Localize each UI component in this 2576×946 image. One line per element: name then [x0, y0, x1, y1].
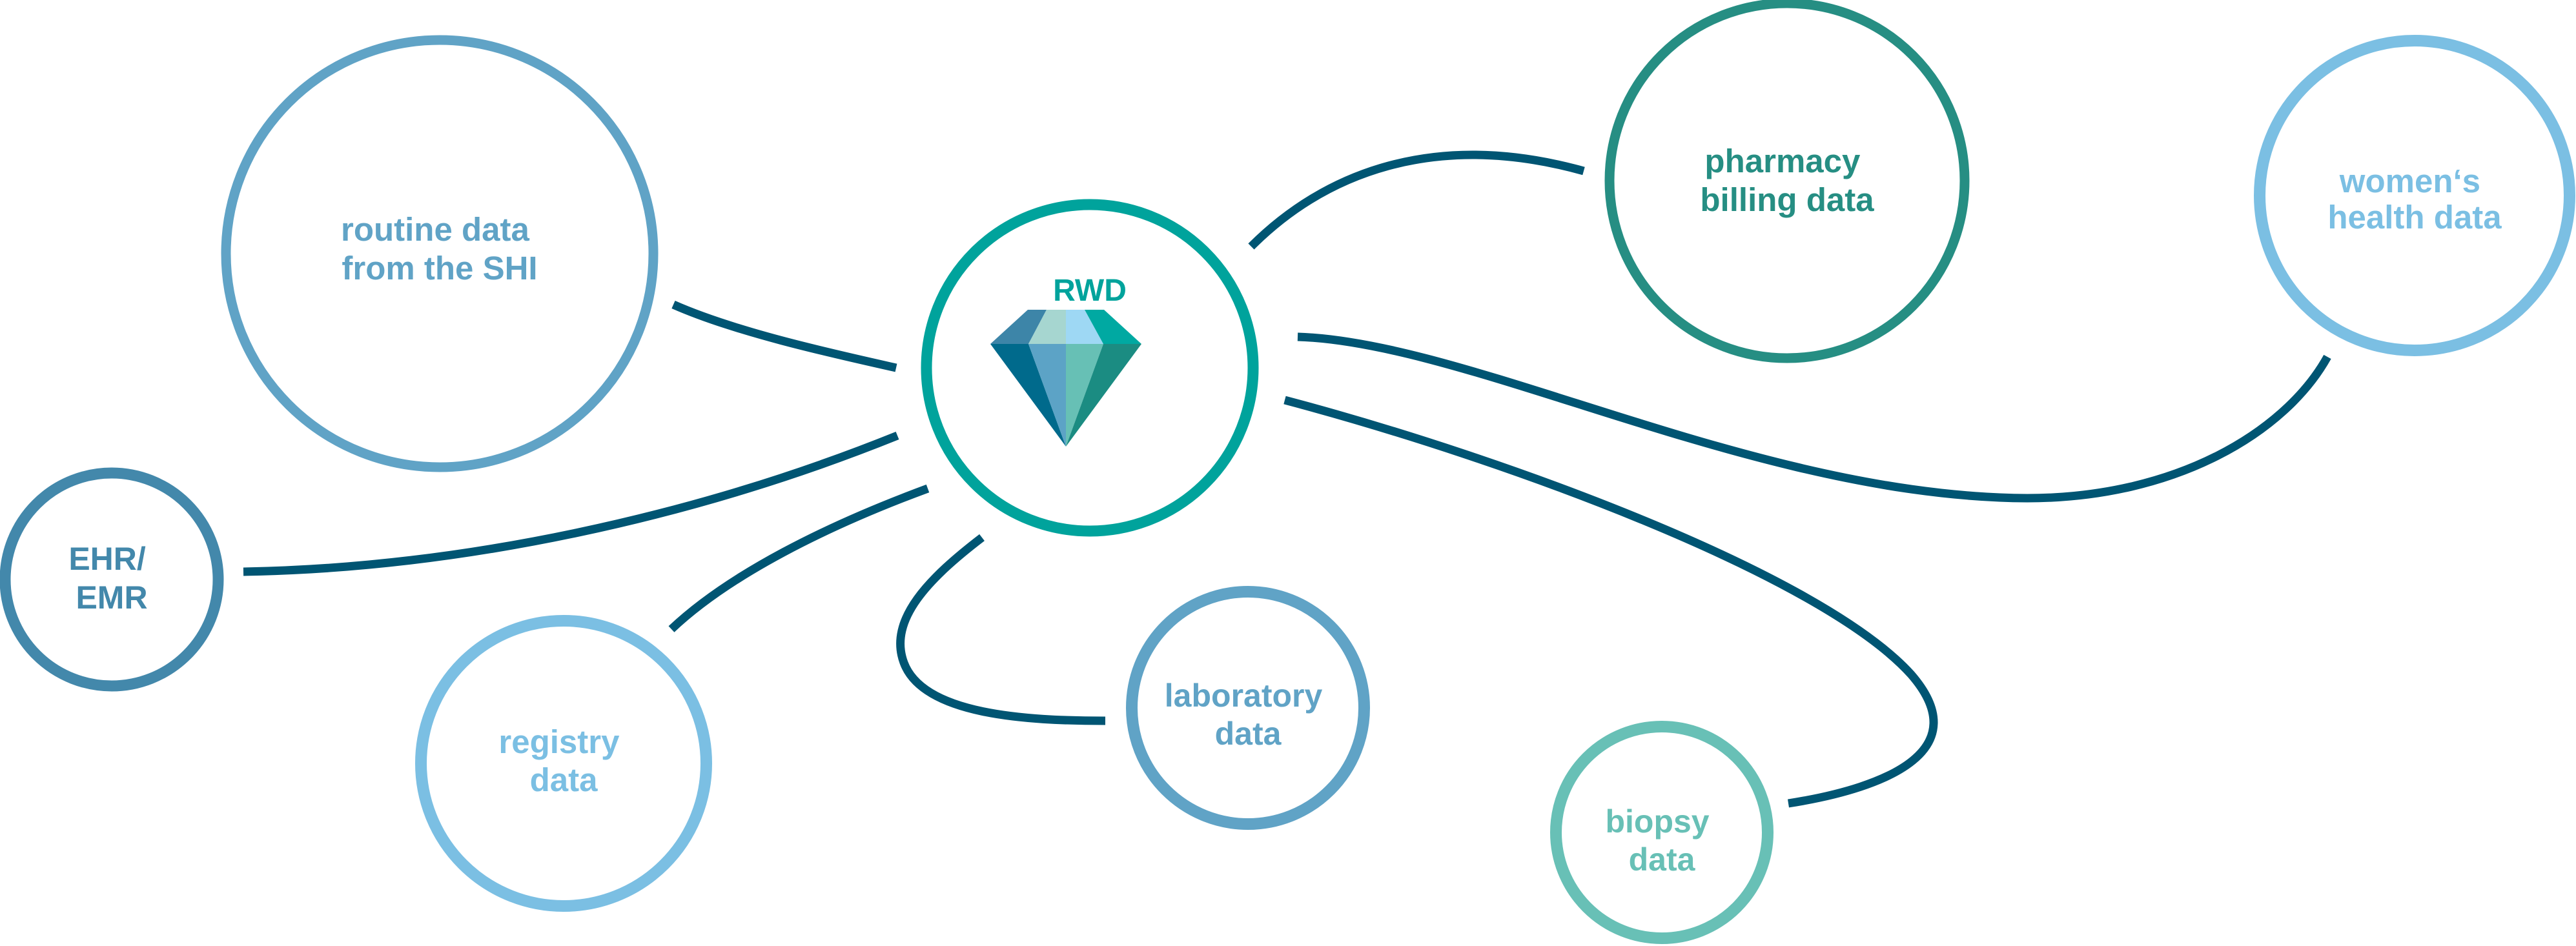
connectors: [243, 150, 2331, 808]
gem-facet: [1085, 310, 1141, 344]
connector-registry: [668, 484, 930, 632]
node-label-line: EMR: [76, 579, 147, 616]
node-laboratory: laboratory data: [1126, 586, 1370, 830]
node-label-line: data: [1215, 716, 1282, 752]
node-ring: [1550, 721, 1774, 944]
node-label: routine data from the SHI: [341, 211, 538, 287]
node-label-line: laboratory: [1165, 678, 1323, 714]
node-ring: [2254, 35, 2575, 356]
node-ring: [1604, 0, 1970, 363]
diamond-icon: [990, 310, 1141, 447]
node-label-line: EHR/: [68, 541, 146, 577]
center-node-rwd: RWD: [921, 199, 1259, 537]
gem-facet: [990, 310, 1047, 344]
center-label: RWD: [1053, 274, 1127, 308]
connector-shi: [671, 301, 897, 372]
gem-facet: [1066, 344, 1141, 447]
node-shi: routine data from the SHI: [221, 35, 659, 472]
connector-biopsy: [1283, 396, 1938, 808]
node-ring: [221, 35, 659, 472]
node-label: women‘s health data: [2327, 163, 2502, 236]
gem-facet: [990, 344, 1066, 447]
node-ring: [1126, 586, 1370, 830]
connector-laboratory: [896, 534, 1106, 725]
node-label-line: billing data: [1700, 181, 1874, 218]
node-label-line: from the SHI: [342, 250, 537, 287]
connector-ehr: [243, 431, 899, 576]
node-label: biopsy data: [1605, 803, 1718, 878]
node-label: registry data: [498, 723, 628, 798]
node-label-line: pharmacy: [1704, 143, 1861, 179]
node-ehr: EHR/ EMR: [0, 467, 224, 692]
node-label-line: data: [1629, 841, 1696, 878]
node-label-line: health data: [2327, 199, 2502, 236]
node-label: pharmacy billing data: [1700, 143, 1874, 218]
node-label: laboratory data: [1165, 678, 1331, 752]
node-label-line: registry: [498, 723, 620, 760]
node-label: EHR/ EMR: [68, 541, 154, 616]
node-label-line: biopsy: [1605, 803, 1709, 840]
node-label-line: data: [530, 761, 598, 798]
node-ring: [415, 615, 712, 912]
gem-facet: [1028, 344, 1066, 447]
gem-facet: [1066, 310, 1103, 344]
node-pharmacy: pharmacy billing data: [1604, 0, 1970, 363]
node-registry: registry data: [415, 615, 712, 912]
node-womens: women‘s health data: [2254, 35, 2575, 356]
connector-pharmacy: [1248, 150, 1585, 250]
connector-womens: [1297, 332, 2331, 503]
node-biopsy: biopsy data: [1550, 721, 1774, 944]
node-ring: [0, 467, 224, 692]
node-label-line: women‘s: [2339, 163, 2480, 199]
node-label-line: routine data: [341, 211, 529, 248]
gem-facet: [1028, 310, 1066, 344]
